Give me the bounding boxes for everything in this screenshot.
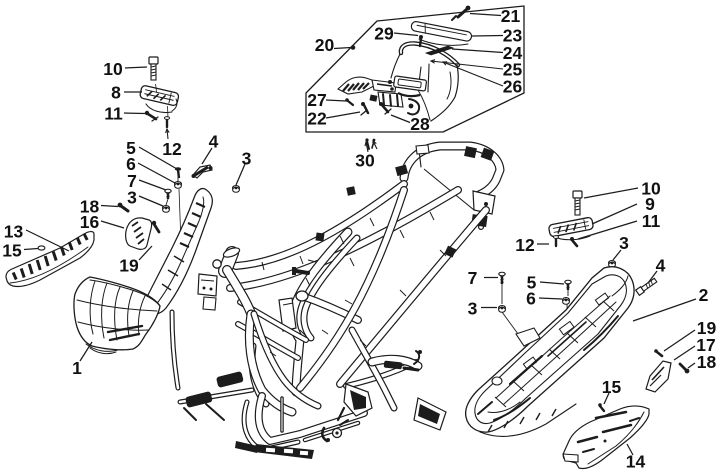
- svg-text:5: 5: [527, 273, 537, 293]
- svg-text:8: 8: [111, 83, 121, 103]
- svg-text:4: 4: [656, 256, 666, 276]
- svg-text:18: 18: [80, 197, 100, 217]
- svg-text:3: 3: [242, 149, 252, 169]
- svg-text:21: 21: [501, 6, 521, 26]
- svg-text:7: 7: [127, 171, 137, 191]
- svg-text:3: 3: [127, 188, 137, 208]
- svg-text:23: 23: [503, 26, 523, 46]
- svg-text:9: 9: [645, 194, 655, 214]
- svg-text:6: 6: [526, 289, 536, 309]
- svg-text:7: 7: [468, 268, 478, 288]
- svg-text:30: 30: [355, 151, 375, 171]
- svg-text:4: 4: [209, 132, 219, 152]
- svg-text:22: 22: [307, 109, 327, 129]
- svg-text:25: 25: [503, 60, 523, 80]
- svg-text:26: 26: [503, 77, 523, 97]
- svg-text:24: 24: [503, 43, 523, 63]
- svg-text:12: 12: [162, 139, 182, 159]
- svg-text:2: 2: [699, 285, 709, 305]
- svg-text:13: 13: [4, 222, 24, 242]
- svg-text:17: 17: [696, 335, 715, 355]
- svg-text:3: 3: [468, 299, 478, 319]
- svg-text:28: 28: [410, 114, 430, 134]
- svg-text:29: 29: [374, 24, 394, 44]
- svg-text:6: 6: [126, 154, 136, 174]
- svg-text:11: 11: [642, 211, 661, 231]
- svg-text:16: 16: [80, 212, 100, 232]
- svg-text:19: 19: [697, 318, 717, 338]
- svg-text:3: 3: [619, 233, 629, 253]
- svg-text:20: 20: [315, 35, 335, 55]
- svg-text:14: 14: [626, 452, 646, 472]
- svg-text:10: 10: [103, 59, 123, 79]
- svg-text:19: 19: [119, 256, 139, 276]
- svg-text:11: 11: [104, 104, 123, 124]
- svg-text:15: 15: [602, 377, 622, 397]
- svg-text:1: 1: [72, 358, 82, 378]
- svg-text:18: 18: [697, 352, 717, 372]
- svg-text:10: 10: [641, 179, 661, 199]
- svg-text:27: 27: [307, 90, 326, 110]
- svg-text:15: 15: [2, 241, 22, 261]
- svg-text:12: 12: [515, 235, 535, 255]
- svg-text:5: 5: [126, 138, 136, 158]
